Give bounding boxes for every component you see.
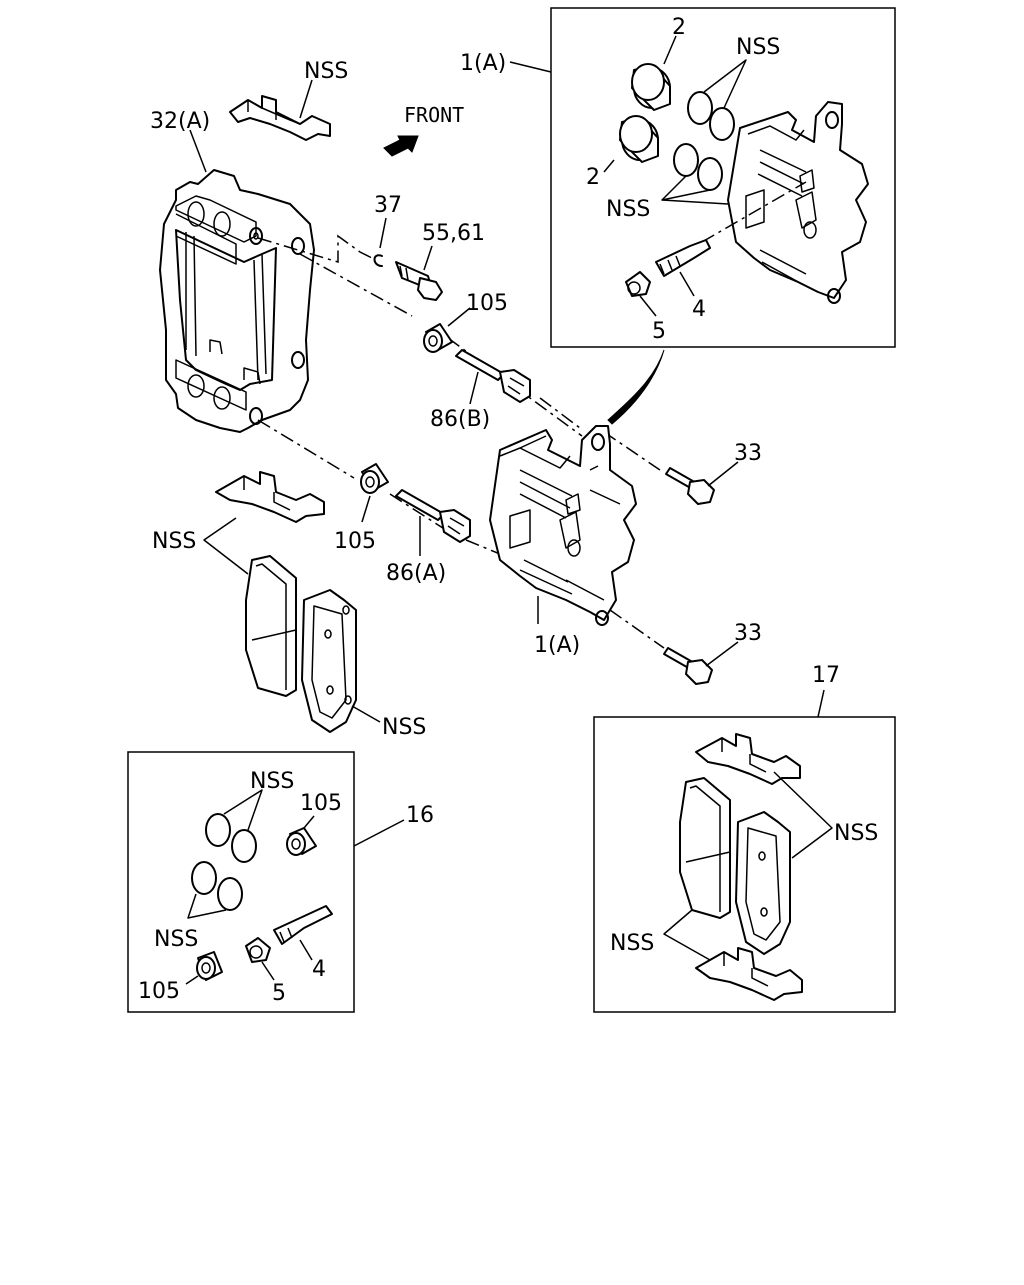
inset-caliper-ref: 1(A): [460, 51, 506, 76]
inset-caliper-nss-top: NSS: [736, 35, 780, 60]
guide-pin-86b: [455, 349, 531, 403]
piston-left: [619, 115, 659, 163]
bushing-105-kit16-bottom: [196, 951, 223, 981]
bleeder-screw-inset: [655, 239, 711, 277]
bushing-105-upper: [423, 323, 453, 353]
brake-pad-outer: [301, 589, 357, 733]
inset-kit16-ref: 16: [406, 803, 434, 828]
bolt-33-lower: [663, 647, 713, 685]
inset-kit17-nss-left: NSS: [610, 931, 654, 956]
clip-ring-37: [373, 254, 383, 267]
inset-caliper-nss-left: NSS: [606, 197, 650, 222]
callout-37: 37: [374, 193, 402, 218]
inset-kit17-box: 17 NSS NSS: [593, 663, 896, 1013]
guide-pin-86a: [395, 489, 471, 543]
inset-kit16-c5: 5: [272, 981, 286, 1006]
inset-caliper-body: [727, 101, 869, 304]
pad-clip-top: [229, 95, 331, 141]
callout-33-lower: 33: [734, 621, 762, 646]
pad-clip-left: [215, 471, 325, 523]
brake-pad-kit17-inner: [679, 777, 731, 919]
bolt-33-upper: [665, 467, 715, 505]
brake-pad-inner: [245, 555, 297, 697]
inset-caliper-c5: 5: [652, 319, 666, 344]
bushing-105-lower: [360, 463, 389, 494]
pad-clip-kit17-bottom: [695, 947, 803, 1001]
callout-86a: 86(A): [386, 561, 446, 586]
callout-105-lower: 105: [334, 529, 376, 554]
inset-caliper-c2-top: 2: [672, 15, 686, 40]
bleeder-cap-inset: [625, 271, 651, 297]
inset-kit16-c4: 4: [312, 957, 326, 982]
callout-32a: 32(A): [150, 109, 210, 134]
inset-kit16-nss-bottom: NSS: [154, 927, 198, 952]
callout-33-upper: 33: [734, 441, 762, 466]
inset-caliper-box: 1(A) 2 2 NSS NSS: [460, 7, 896, 348]
brake-pad-kit17-outer: [735, 811, 791, 955]
inset-kit17-ref: 17: [812, 663, 840, 688]
inset-kit16-box: 16 NSS 105 NSS 105 4: [127, 751, 434, 1013]
callout-nss-pad: NSS: [382, 715, 426, 740]
callout-86b: 86(B): [430, 407, 490, 432]
support-bracket: [159, 169, 315, 433]
pad-clip-kit17-top: [695, 733, 801, 785]
bolt-55-61: [395, 261, 443, 301]
bleeder-screw-kit16: [273, 905, 333, 945]
front-arrow-icon: [383, 135, 419, 157]
callout-55-61: 55,61: [422, 221, 485, 246]
front-label: FRONT: [404, 103, 464, 127]
inset-caliper-c2-left: 2: [586, 165, 600, 190]
callout-nss-top: NSS: [304, 59, 348, 84]
inset-kit16-nss-top: NSS: [250, 769, 294, 794]
caliper-main: [489, 425, 637, 626]
bleeder-cap-kit16: [245, 937, 271, 963]
callout-nss-left: NSS: [152, 529, 196, 554]
inset-kit17-nss-right: NSS: [834, 821, 878, 846]
callout-1a-lower: 1(A): [534, 633, 580, 658]
inset-caliper-c4: 4: [692, 297, 706, 322]
bushing-105-kit16-top: [286, 827, 317, 856]
inset-kit16-105-top: 105: [300, 791, 342, 816]
callout-105-upper: 105: [466, 291, 508, 316]
inset-kit16-105-bottom: 105: [138, 979, 180, 1004]
piston-top: [631, 63, 671, 111]
